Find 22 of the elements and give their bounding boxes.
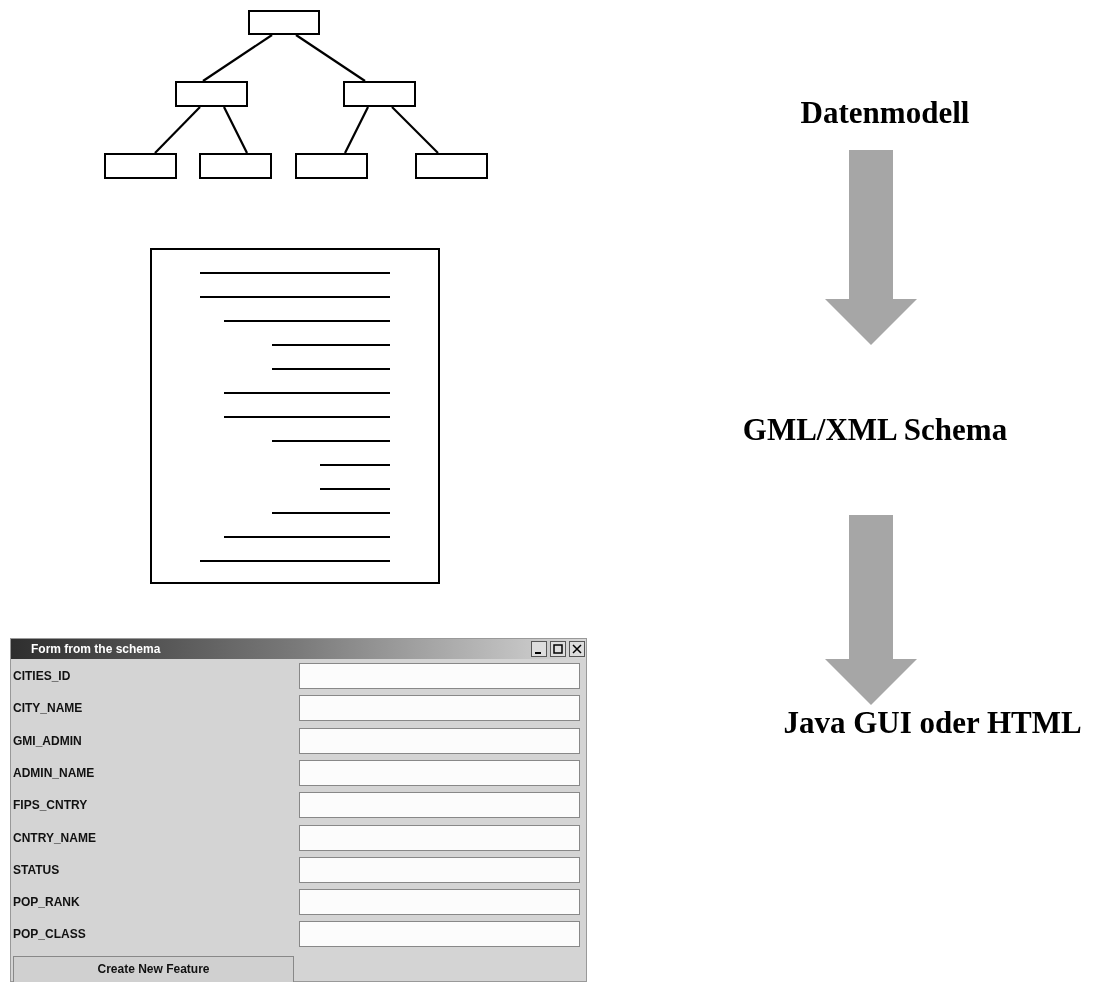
field-label: POP_CLASS <box>13 927 86 942</box>
field-label: CITIES_ID <box>13 669 71 683</box>
field-label: FIPS_CNTRY <box>13 798 88 813</box>
create-button: Create New Feature <box>13 955 294 982</box>
field-label: CITY_NAME <box>13 701 83 716</box>
tree-node-box <box>295 153 368 179</box>
form-window <box>10 638 587 982</box>
tree-node-box <box>415 153 488 179</box>
stage-label: Java GUI oder HTML <box>783 705 1082 741</box>
field-label: CNTRY_NAME <box>13 830 96 845</box>
window-title: Form from the schema <box>31 642 161 656</box>
tree-node-box <box>199 153 272 179</box>
field-label: ADMIN_NAME <box>13 765 95 780</box>
stage-label: Datenmodell <box>800 94 970 131</box>
tree-node-box <box>248 10 320 35</box>
tree-node-box <box>175 81 248 107</box>
tree-node-box <box>104 153 177 179</box>
field-label: GMI_ADMIN <box>13 733 82 748</box>
field-label: STATUS <box>13 862 60 877</box>
field-label: POP_RANK <box>13 895 80 910</box>
tree-node-box <box>343 81 416 107</box>
stage-label: GML/XML Schema <box>742 412 1008 448</box>
